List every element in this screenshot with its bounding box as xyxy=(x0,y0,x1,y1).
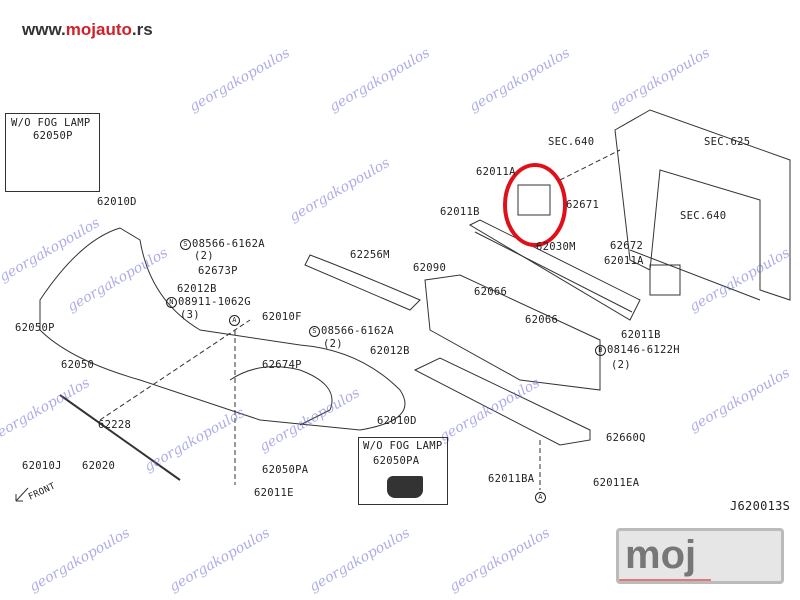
bracket-62672 xyxy=(649,264,681,296)
part-label: 62050PA xyxy=(262,464,309,476)
part-label: 62066 xyxy=(525,314,559,326)
part-number: 08911-1062G xyxy=(178,296,251,308)
part-label: 62673P xyxy=(198,265,238,277)
site-url-brand: mojauto xyxy=(65,20,132,39)
part-label: 62010J xyxy=(22,460,62,472)
part-label: 62011BA xyxy=(488,473,535,485)
part-label: 62011B xyxy=(440,206,480,218)
part-label: 62011E xyxy=(254,487,294,499)
part-label: 62012B xyxy=(370,345,410,357)
part-label: 62030M xyxy=(536,241,576,253)
part-label: 62012B xyxy=(177,283,217,295)
logo-part1: moj xyxy=(625,533,697,577)
part-label: 62050P xyxy=(15,322,55,334)
part-label: 62011A xyxy=(604,255,644,267)
quantity-label: (2) xyxy=(611,359,631,371)
fog-lamp-cover xyxy=(387,476,423,498)
inset-title: W/O FOG LAMP xyxy=(11,117,91,129)
part-label: 62020 xyxy=(82,460,116,472)
marker-a: A xyxy=(229,315,241,326)
inset-without-fog-lamp-right: W/O FOG LAMP 62050PA xyxy=(358,437,448,505)
marker-a: A xyxy=(535,492,547,503)
part-label: 62011B xyxy=(621,329,661,341)
part-number: 08566-6162A xyxy=(321,325,394,337)
part-label: 62050PA xyxy=(373,455,420,467)
part-label: 62050P xyxy=(33,130,73,142)
part-number: 08146-6122H xyxy=(607,344,680,356)
section-label: SEC.640 xyxy=(548,136,595,148)
part-label: 62672 xyxy=(610,240,644,252)
part-label: 62010D xyxy=(97,196,137,208)
marker-b: B xyxy=(595,345,606,356)
site-url-prefix: www. xyxy=(22,20,66,39)
quantity-label: (3) xyxy=(180,309,200,321)
part-label: 62010D xyxy=(377,415,417,427)
part-label: 62228 xyxy=(98,419,132,431)
marker-s: S xyxy=(309,326,320,337)
marker-n: N xyxy=(166,297,177,308)
part-label: 62671 xyxy=(566,199,600,211)
bracket-62671 xyxy=(517,184,551,216)
diagram-id: J620013S xyxy=(730,499,791,513)
section-label: SEC.640 xyxy=(680,210,727,222)
part-label: 62011EA xyxy=(593,477,640,489)
front-arrow-icon xyxy=(15,487,29,502)
marker-s: S xyxy=(180,239,191,250)
part-label: 62674P xyxy=(262,359,302,371)
marker-a-text: A xyxy=(229,315,240,326)
site-url: www.mojauto.rs xyxy=(22,20,153,40)
fog-lamp-opening xyxy=(229,366,333,426)
inset-title: W/O FOG LAMP xyxy=(363,440,443,452)
bumper-reinforcement xyxy=(468,219,641,321)
site-url-suffix: .rs xyxy=(131,20,153,39)
undercover xyxy=(413,357,591,446)
logo-part2: auto xyxy=(619,579,712,581)
part-number: 08566-6162A xyxy=(192,238,265,250)
part-label: 62090 xyxy=(413,262,447,274)
lower-lip-molding xyxy=(59,394,181,481)
reinforcement-edge xyxy=(474,231,633,313)
part-label: 62050 xyxy=(61,359,95,371)
quantity-label: (2) xyxy=(194,250,214,262)
part-label: 62010F xyxy=(262,311,302,323)
highlight-circle xyxy=(503,163,567,247)
mojauto-logo: moj auto xyxy=(616,528,784,584)
marker-a-text: A xyxy=(535,492,546,503)
quantity-label: (2) xyxy=(323,338,343,350)
part-label: 62066 xyxy=(474,286,508,298)
leader-lines xyxy=(99,149,621,490)
energy-absorber xyxy=(424,274,601,391)
bumper-fascia xyxy=(39,227,406,431)
section-label: SEC.625 xyxy=(704,136,751,148)
lower-grille xyxy=(304,254,421,311)
radiator-core-support xyxy=(614,109,791,301)
core-support-lower xyxy=(629,249,761,301)
part-label: 62011A xyxy=(476,166,516,178)
part-label: 62256M xyxy=(350,249,390,261)
part-label: 62660Q xyxy=(606,432,646,444)
inset-without-fog-lamp-left: W/O FOG LAMP 62050P xyxy=(5,113,100,192)
